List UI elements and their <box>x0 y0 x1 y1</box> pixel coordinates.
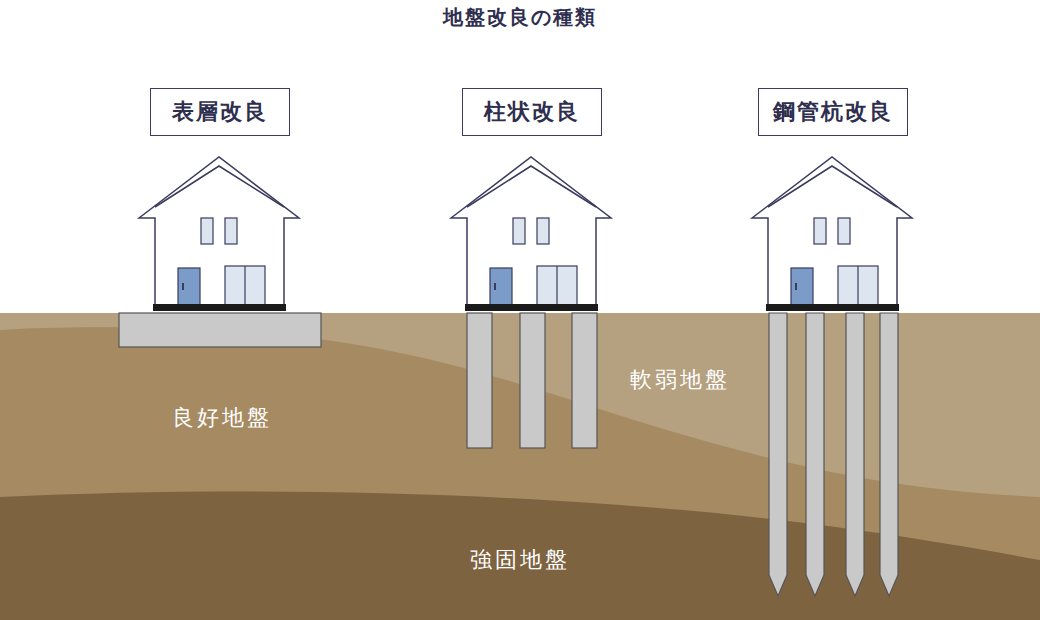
house-body <box>451 157 611 305</box>
ground-label: 良好地盤 <box>172 403 272 433</box>
door <box>178 268 200 305</box>
upper-window <box>814 218 826 244</box>
upper-window <box>513 218 525 244</box>
house-body <box>752 157 912 305</box>
ground-label: 強固地盤 <box>470 545 570 575</box>
soil-column <box>572 313 597 448</box>
glass-door <box>838 266 878 305</box>
steel-pile <box>846 313 864 596</box>
upper-window <box>201 218 213 244</box>
house-body <box>139 157 299 305</box>
soil-column <box>520 313 545 448</box>
ground-good <box>0 313 1040 620</box>
base-bar <box>766 304 899 311</box>
steel-pile <box>880 313 898 596</box>
upper-window <box>838 218 850 244</box>
method-name: 柱状改良 <box>484 97 580 127</box>
house <box>752 157 912 311</box>
roof-inner <box>768 166 897 207</box>
soil-column <box>467 313 492 448</box>
roof-inner <box>467 166 596 207</box>
door-knob <box>494 283 496 290</box>
method-name: 表層改良 <box>172 97 268 127</box>
glass-divider <box>857 266 858 305</box>
door-knob <box>182 283 184 290</box>
roof-inner <box>155 166 284 207</box>
diagram-title: 地盤改良の種類 <box>443 4 597 31</box>
method-box: 鋼管杭改良 <box>758 88 908 136</box>
method-box: 表層改良 <box>150 88 290 136</box>
steel-pile <box>769 313 787 596</box>
glass-divider <box>556 266 557 305</box>
base-bar <box>465 304 598 311</box>
steel-pile <box>806 313 824 596</box>
house <box>451 157 611 311</box>
house <box>139 157 299 311</box>
surface-slab <box>119 313 321 347</box>
method-name: 鋼管杭改良 <box>773 97 893 127</box>
door-knob <box>795 283 797 290</box>
door <box>791 268 813 305</box>
method-box: 柱状改良 <box>462 88 602 136</box>
door <box>490 268 512 305</box>
upper-window <box>225 218 237 244</box>
glass-divider <box>244 266 245 305</box>
upper-window <box>537 218 549 244</box>
ground-label: 軟弱地盤 <box>630 365 730 395</box>
glass-door <box>537 266 577 305</box>
glass-door <box>225 266 265 305</box>
base-bar <box>153 304 286 311</box>
